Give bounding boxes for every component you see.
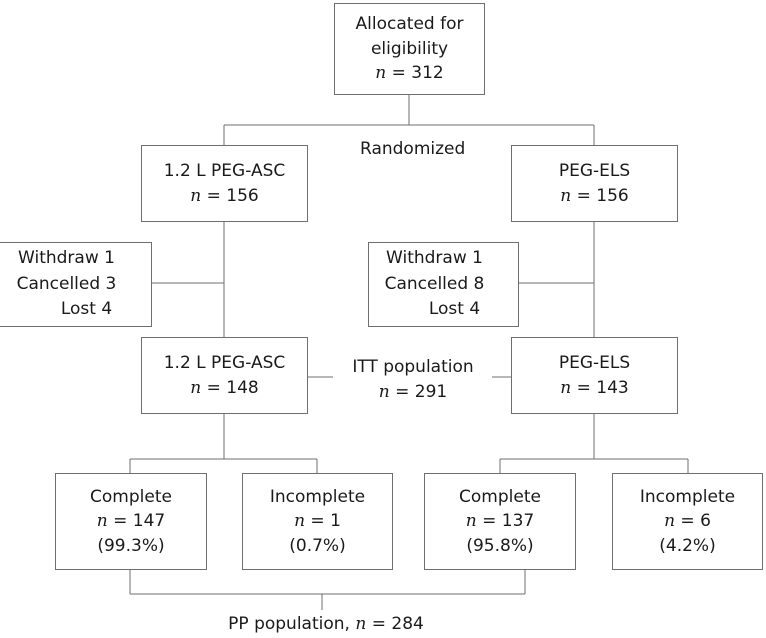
node-withdraw-right-cancelled: Cancelled 8 <box>384 273 485 294</box>
node-allocated-count-value: 312 <box>411 63 444 84</box>
node-complete-right-count-value: 137 <box>501 511 535 532</box>
label-pp-population: PP population, n = 284 <box>198 612 454 637</box>
node-incomplete-right-title: Incomplete <box>639 486 736 507</box>
node-withdraw-left[interactable]: Withdraw 1 Cancelled 3 Lost 4 <box>0 242 152 327</box>
node-allocated-count: n = 312 <box>375 63 444 84</box>
label-randomized: Randomized <box>357 137 468 162</box>
label-itt-population-count: n = 291 <box>378 381 448 402</box>
node-withdraw-left-lost: Lost 4 <box>60 299 113 320</box>
node-complete-right-count: n = 137 <box>465 511 535 532</box>
label-pp-population-count-value: 284 <box>391 614 424 634</box>
node-withdraw-left-cancelled: Cancelled 3 <box>16 273 117 294</box>
node-arm-left-peg-asc-156[interactable]: 1.2 L PEG-ASC n = 156 <box>141 145 308 222</box>
node-withdraw-left-withdraw: Withdraw 1 <box>18 248 115 269</box>
node-arm-right-itt-count-value: 143 <box>596 377 629 398</box>
node-complete-left-count-value: 147 <box>132 511 166 532</box>
node-complete-right-pct: (95.8%) <box>466 535 534 556</box>
node-arm-left-itt-count-value: 148 <box>226 377 259 398</box>
node-arm-right-peg-els-156[interactable]: PEG-ELS n = 156 <box>511 145 678 222</box>
node-incomplete-left-title: Incomplete <box>269 486 366 507</box>
label-itt-population-count-value: 291 <box>414 381 448 402</box>
node-arm-right-peg-els-143[interactable]: PEG-ELS n = 143 <box>511 337 678 414</box>
node-incomplete-right-pct: (4.2%) <box>659 535 716 556</box>
node-incomplete-right[interactable]: Incomplete n = 6 (4.2%) <box>612 473 763 570</box>
node-incomplete-left-pct: (0.7%) <box>289 535 346 556</box>
label-randomized-text: Randomized <box>360 139 466 159</box>
node-arm-left-name: 1.2 L PEG-ASC <box>163 160 286 181</box>
node-arm-right-count: n = 156 <box>560 185 629 206</box>
node-withdraw-right[interactable]: Withdraw 1 Cancelled 8 Lost 4 <box>368 242 519 327</box>
label-itt-population: ITT population n = 291 <box>334 355 492 405</box>
node-arm-left-itt-name: 1.2 L PEG-ASC <box>163 352 286 373</box>
node-arm-right-count-value: 156 <box>596 185 629 206</box>
label-pp-population-text: PP population, n = 284 <box>228 614 424 634</box>
node-allocated-line-1: Allocated for <box>355 14 464 35</box>
node-incomplete-left-count-value: 1 <box>330 511 341 532</box>
node-incomplete-right-count: n = 6 <box>664 511 711 532</box>
node-allocated-line-2: eligibility <box>370 38 449 59</box>
node-arm-left-count: n = 156 <box>190 185 259 206</box>
node-incomplete-left[interactable]: Incomplete n = 1 (0.7%) <box>242 473 393 570</box>
node-arm-right-itt-count: n = 143 <box>560 377 629 398</box>
node-complete-right-title: Complete <box>459 486 541 507</box>
node-complete-left[interactable]: Complete n = 147 (99.3%) <box>55 473 207 570</box>
node-arm-right-itt-name: PEG-ELS <box>558 352 631 373</box>
node-complete-left-count: n = 147 <box>96 511 166 532</box>
node-incomplete-right-count-value: 6 <box>700 511 711 532</box>
node-arm-left-itt-count: n = 148 <box>190 377 259 398</box>
node-arm-left-count-value: 156 <box>226 185 259 206</box>
node-complete-left-title: Complete <box>90 486 172 507</box>
label-itt-population-text: ITT population <box>352 357 474 377</box>
node-arm-right-name: PEG-ELS <box>558 160 631 181</box>
node-allocated-for-eligibility[interactable]: Allocated for eligibility n = 312 <box>334 3 485 95</box>
node-complete-left-pct: (99.3%) <box>97 535 165 556</box>
node-withdraw-right-withdraw: Withdraw 1 <box>386 248 483 269</box>
node-complete-right[interactable]: Complete n = 137 (95.8%) <box>424 473 576 570</box>
node-arm-left-peg-asc-148[interactable]: 1.2 L PEG-ASC n = 148 <box>141 337 308 414</box>
node-withdraw-right-lost: Lost 4 <box>428 299 481 320</box>
node-incomplete-left-count: n = 1 <box>294 511 341 532</box>
